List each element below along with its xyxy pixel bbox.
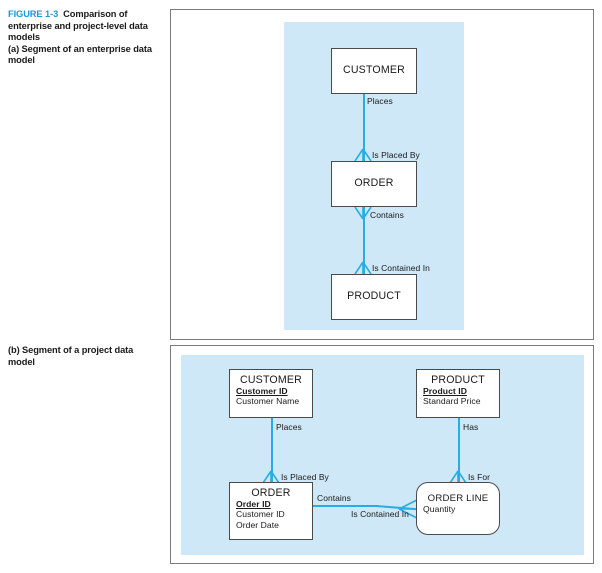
diagram-panel-b: CUSTOMER Customer ID Customer Name PRODU… <box>170 345 594 564</box>
connector-order-orderline-b <box>313 505 379 507</box>
crowsfoot-is-for-b <box>449 470 467 484</box>
entity-name: CUSTOMER <box>239 374 303 386</box>
entity-name: PRODUCT <box>347 290 401 302</box>
entity-name: PRODUCT <box>431 374 485 386</box>
connector-customer-order-a <box>363 94 365 161</box>
entity-name: ORDER <box>251 487 291 499</box>
connector-product-orderline-b <box>458 418 460 482</box>
entity-customer-b[interactable]: CUSTOMER Customer ID Customer Name <box>229 369 313 418</box>
entity-name: ORDER LINE <box>427 493 489 504</box>
attribute: Customer ID <box>236 509 285 520</box>
relationship-label-has-b: Has <box>463 422 479 432</box>
relationship-label-is-contained-in-b: Is Contained In <box>351 509 409 519</box>
figure-caption-a: FIGURE 1-3 Comparison of enterprise and … <box>8 9 160 67</box>
crowsfoot-is-placed-by-b <box>262 470 280 484</box>
entity-order-a[interactable]: ORDER <box>331 161 417 207</box>
entity-product-b[interactable]: PRODUCT Product ID Standard Price <box>416 369 500 418</box>
entity-product-a[interactable]: PRODUCT <box>331 274 417 320</box>
entity-name: ORDER <box>354 177 394 189</box>
entity-name: CUSTOMER <box>342 64 406 76</box>
attribute: Quantity <box>423 504 456 514</box>
crowsfoot-is-placed-by-a <box>354 148 372 162</box>
entity-order-b[interactable]: ORDER Order ID Customer ID Order Date <box>229 482 313 540</box>
attribute: Order Date <box>236 519 280 530</box>
relationship-label-places-a: Places <box>367 96 393 106</box>
figure-caption-b: (b) Segment of a project data model <box>8 345 160 368</box>
relationship-label-places-b: Places <box>276 422 302 432</box>
figure-caption-b-text: (b) Segment of a project data model <box>8 345 134 367</box>
relationship-label-is-placed-by-a: Is Placed By <box>372 150 420 160</box>
figure-title: Comparison of enterprise and project-lev… <box>8 9 148 43</box>
attribute-primary-key: Order ID <box>236 499 271 509</box>
crowsfoot-contains-a <box>354 206 372 220</box>
entity-customer-a[interactable]: CUSTOMER <box>331 48 417 94</box>
crowsfoot-is-contained-in-a <box>354 261 372 275</box>
crowsfoot-contains-b <box>398 499 418 519</box>
connector-order-product-a <box>363 207 365 274</box>
attribute-primary-key: Product ID <box>423 386 467 396</box>
relationship-label-is-contained-in-a: Is Contained In <box>372 263 430 273</box>
relationship-label-contains-b: Contains <box>317 493 351 503</box>
figure-number: FIGURE 1-3 <box>8 9 59 19</box>
attribute: Standard Price <box>423 396 481 407</box>
relationship-label-is-placed-by-b: Is Placed By <box>281 472 329 482</box>
relationship-label-contains-a: Contains <box>370 210 404 220</box>
connector-customer-order-b <box>271 418 273 482</box>
attribute: Customer Name <box>236 396 300 407</box>
diagram-panel-a: CUSTOMER Places Is Placed By ORDER Conta… <box>170 9 594 340</box>
entity-order-line-b[interactable]: ORDER LINE Quantity <box>416 482 500 535</box>
figure-caption-a-text: (a) Segment of an enterprise data model <box>8 43 152 66</box>
attribute-primary-key: Customer ID <box>236 386 288 396</box>
relationship-label-is-for-b: Is For <box>468 472 491 482</box>
